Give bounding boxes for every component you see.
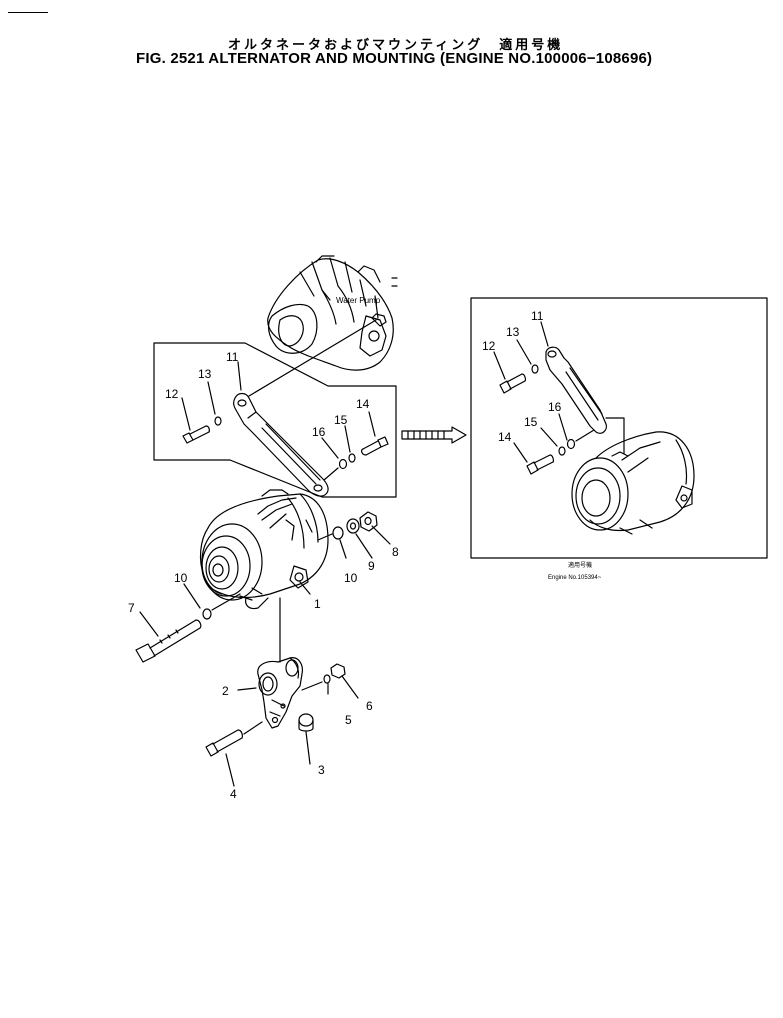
water-pump — [267, 255, 398, 371]
alternator — [199, 489, 329, 610]
inset-alternator — [571, 431, 695, 535]
callout-13: 13 — [198, 367, 212, 381]
leader-alt-washer — [317, 533, 333, 541]
washer-13 — [214, 416, 222, 426]
inset-washer-15 — [558, 446, 566, 456]
washer-10-right — [332, 526, 344, 540]
callout-10-left: 10 — [174, 571, 188, 585]
water-pump-label: Water Pump — [336, 296, 381, 305]
inset-callout-14: 14 — [498, 430, 512, 444]
callout-15: 15 — [334, 413, 348, 427]
bolt-12 — [182, 425, 210, 444]
inset-frame — [470, 297, 768, 559]
washer-15 — [348, 453, 356, 463]
inset-caption-en: Engine No.105394~ — [548, 575, 602, 581]
washer-9 — [346, 518, 360, 534]
callout-9: 9 — [368, 559, 375, 573]
callout-16: 16 — [312, 425, 326, 439]
detail-frame — [153, 342, 397, 498]
figure-title: FIG. 2521 ALTERNATOR AND MOUNTING (ENGIN… — [136, 50, 653, 67]
callout-3: 3 — [318, 763, 325, 777]
washer-16 — [338, 458, 348, 470]
inset-brace — [545, 346, 607, 434]
washer-5 — [323, 674, 331, 684]
inset-callout-12: 12 — [482, 339, 496, 353]
inset-leader-bolt — [575, 429, 595, 442]
callout-10-right: 10 — [344, 571, 358, 585]
inset-washer-13 — [531, 364, 539, 374]
callout-12: 12 — [165, 387, 179, 401]
callout-5: 5 — [345, 713, 352, 727]
inset-bolt-12 — [499, 373, 526, 394]
callout-14: 14 — [356, 397, 370, 411]
adjusting-brace — [233, 392, 329, 497]
inset-leader-alt — [605, 417, 625, 455]
inset-callout-11: 11 — [531, 309, 544, 323]
spacer-3 — [298, 713, 314, 732]
callout-11: 11 — [226, 350, 239, 364]
bolt-7 — [135, 619, 202, 663]
callout-6: 6 — [366, 699, 373, 713]
inset-callout-13: 13 — [506, 325, 520, 339]
mounting-bracket — [257, 657, 303, 729]
arrow-to-inset — [401, 426, 467, 444]
callout-8: 8 — [392, 545, 399, 559]
nut-6 — [330, 663, 346, 679]
leader-brace-pump — [248, 319, 377, 397]
bolt-4 — [205, 729, 243, 757]
bolt-14 — [360, 436, 389, 456]
inset-callout-15: 15 — [524, 415, 538, 429]
washer-10-left — [202, 608, 212, 620]
leader-bolt7-alt — [211, 593, 241, 611]
leader-bracket-washer — [301, 681, 323, 691]
callout-2: 2 — [222, 684, 229, 698]
callout-1: 1 — [314, 597, 321, 611]
inset-caption-jp: 適用号機 — [568, 561, 592, 569]
nut-8 — [359, 511, 378, 532]
title-japanese: オルタネータおよびマウンティング 適用号機 — [228, 38, 564, 53]
inset-washer-16 — [566, 438, 576, 450]
callout-7: 7 — [128, 601, 135, 615]
corner-mark — [8, 12, 48, 13]
callout-4: 4 — [230, 787, 237, 801]
inset-callout-16: 16 — [548, 400, 562, 414]
inset-bolt-14 — [526, 454, 554, 475]
leader-bolt-brace — [323, 467, 339, 481]
leader-bolt4-bracket — [243, 721, 263, 735]
